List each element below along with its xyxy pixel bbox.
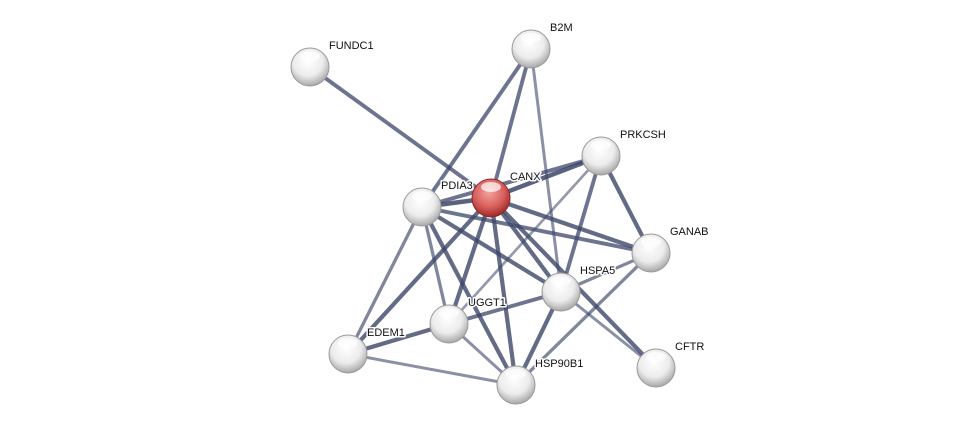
node-highlight (551, 276, 571, 286)
node-highlight (412, 191, 432, 201)
edge-pdia3-hsp90b1[interactable] (420, 206, 518, 386)
node-hspa5[interactable]: HSPA5 (541, 264, 617, 312)
node-label: CANX (510, 171, 541, 183)
edge-fundc1-canx[interactable] (308, 65, 493, 200)
node-label: PDIA3 (441, 180, 473, 192)
node-canx[interactable]: CANX (471, 170, 543, 218)
node-label: B2M (550, 22, 573, 34)
node-highlight (338, 338, 358, 348)
node-highlight (591, 140, 611, 150)
node-prkcsh[interactable]: PRKCSH (581, 128, 667, 176)
node-ganab[interactable]: GANAB (631, 225, 710, 273)
node-fundc1[interactable]: FUNDC1 (290, 39, 375, 87)
edge-canx-hsp90b1[interactable] (488, 197, 519, 386)
edge-ganab-hsp90b1[interactable] (514, 251, 653, 387)
node-highlight (439, 308, 459, 318)
edge-prkcsh-uggt1[interactable] (447, 155, 603, 325)
edge-canx-hspa5[interactable] (489, 196, 563, 294)
edge-canx-ganab[interactable] (490, 196, 652, 255)
node-highlight (646, 352, 666, 362)
edge-b2m-canx[interactable] (489, 48, 533, 199)
node-highlight (481, 182, 501, 192)
node-label: GANAB (670, 226, 709, 238)
node-label: HSPA5 (580, 265, 615, 277)
node-pdia3[interactable]: PDIA3 (402, 179, 474, 227)
node-edem1[interactable]: EDEM1 (328, 326, 406, 374)
node-b2m[interactable]: B2M (511, 21, 574, 69)
node-label: UGGT1 (468, 297, 506, 309)
edge-prkcsh-hspa5[interactable] (559, 155, 603, 293)
edge-canx-edem1[interactable] (346, 196, 493, 356)
node-highlight (521, 33, 541, 43)
node-label: EDEM1 (367, 327, 405, 339)
edge-pdia3-hspa5[interactable] (420, 205, 563, 294)
edge-edem1-hsp90b1[interactable] (347, 352, 517, 387)
node-highlight (300, 51, 320, 61)
node-uggt1[interactable]: UGGT1 (429, 296, 507, 344)
edge-pdia3-edem1[interactable] (346, 206, 424, 355)
edge-prkcsh-pdia3[interactable] (421, 154, 602, 209)
edge-b2m-pdia3[interactable] (420, 47, 533, 209)
node-label: FUNDC1 (329, 40, 374, 52)
node-highlight (641, 237, 661, 247)
node-hsp90b1[interactable]: HSP90B1 (496, 357, 585, 405)
edge-hspa5-cftr[interactable] (560, 290, 657, 370)
node-label: HSP90B1 (535, 358, 583, 370)
node-cftr[interactable]: CFTR (636, 340, 706, 388)
node-label: PRKCSH (620, 129, 666, 141)
node-highlight (506, 369, 526, 379)
edge-pdia3-ganab[interactable] (421, 205, 652, 255)
edge-pdia3-uggt1[interactable] (420, 206, 451, 325)
edge-layer (308, 47, 658, 387)
node-label: CFTR (675, 341, 704, 353)
